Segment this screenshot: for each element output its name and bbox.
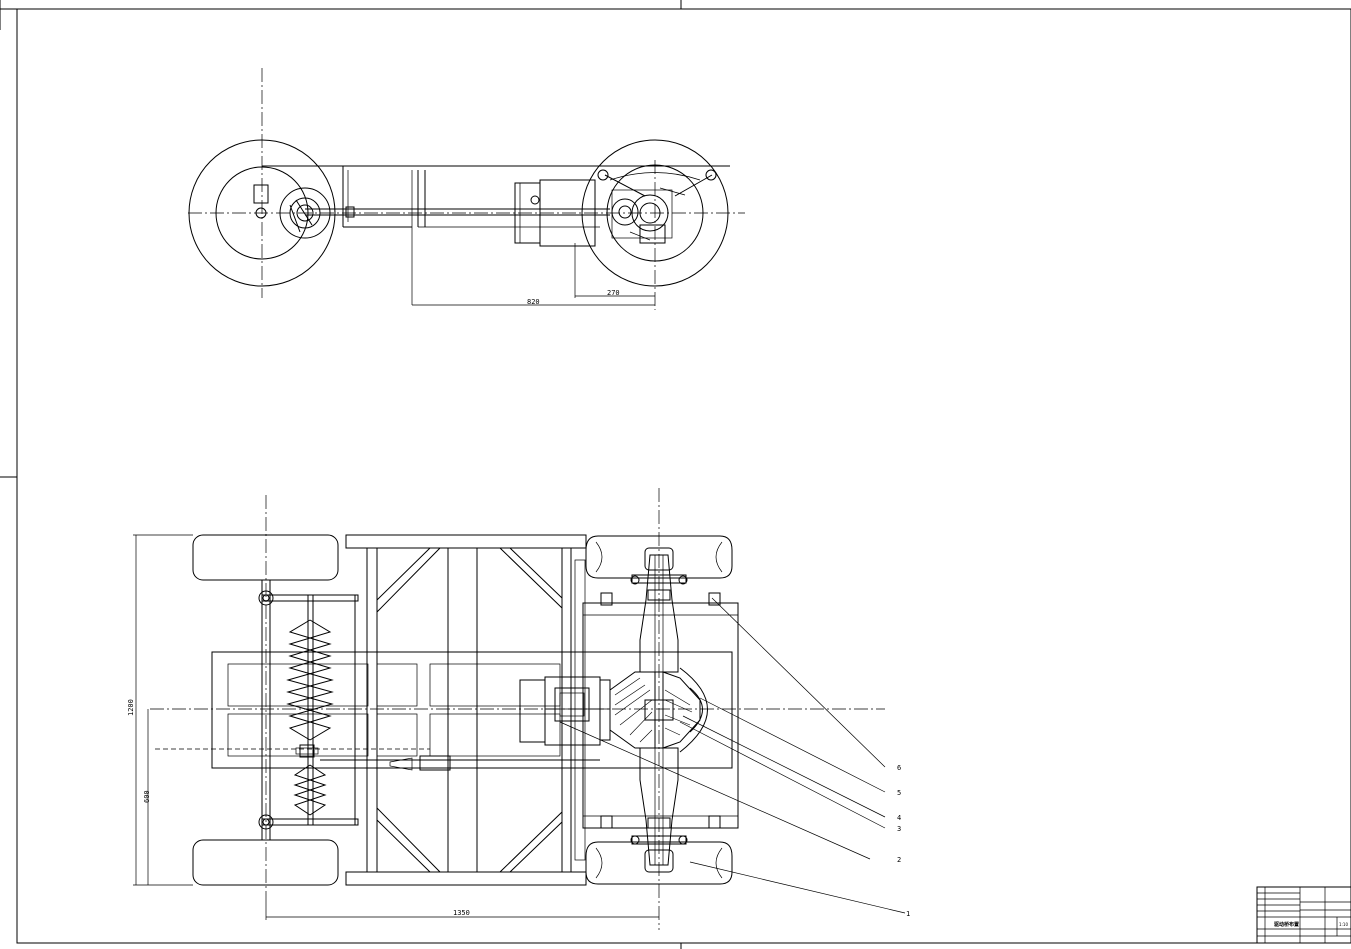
callout-labels: 1 2 3 4 5 6 bbox=[897, 764, 910, 918]
dim-270: 270 bbox=[607, 289, 620, 297]
front-wheel-side bbox=[188, 139, 336, 287]
front-steering-plan bbox=[258, 580, 359, 840]
motor-side bbox=[514, 179, 596, 247]
leader-lines bbox=[559, 597, 906, 914]
drawing-scale: 1:10 bbox=[1339, 922, 1348, 927]
front-wheels-plan bbox=[192, 534, 339, 886]
side-dimensions: 270 820 bbox=[412, 243, 655, 306]
rear-wheels-plan bbox=[585, 535, 733, 885]
title-block: 驱动桥布置 1:10 bbox=[1256, 886, 1351, 944]
callout-3: 3 bbox=[897, 825, 901, 833]
callout-5: 5 bbox=[897, 789, 901, 797]
motor-plan bbox=[519, 676, 611, 746]
drive-shaft-plan bbox=[320, 755, 600, 771]
callout-4: 4 bbox=[897, 814, 901, 822]
plan-view: 1 2 3 4 5 6 1200 600 1350 bbox=[127, 488, 910, 930]
dim-820: 820 bbox=[527, 298, 540, 306]
dim-1350: 1350 bbox=[453, 909, 470, 917]
callout-1: 1 bbox=[906, 910, 910, 918]
rear-axle-plan bbox=[600, 547, 721, 873]
dim-600: 600 bbox=[143, 790, 151, 803]
side-view: 270 820 bbox=[188, 68, 745, 310]
plan-dimensions: 1200 600 1350 bbox=[127, 534, 659, 920]
drawing-title: 驱动桥布置 bbox=[1274, 921, 1299, 928]
chassis-side bbox=[262, 165, 730, 305]
callout-2: 2 bbox=[897, 856, 901, 864]
rear-wheel-side bbox=[581, 139, 729, 287]
dim-1200: 1200 bbox=[127, 699, 135, 716]
callout-6: 6 bbox=[897, 764, 901, 772]
